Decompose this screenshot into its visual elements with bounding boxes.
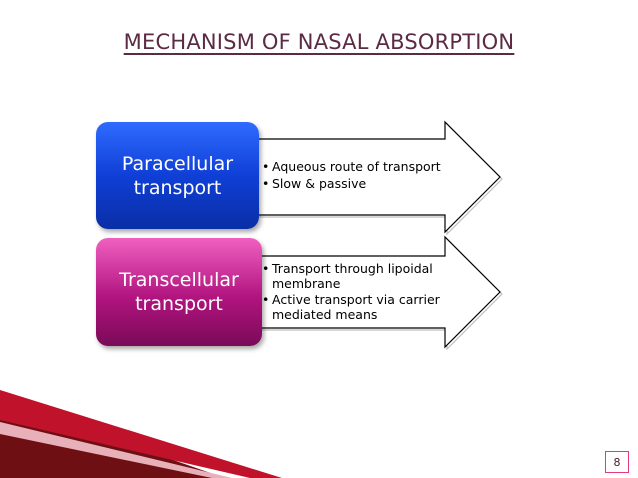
bullet-item: Active transport via carrier mediated me… xyxy=(262,292,462,322)
bullet-item: Slow & passive xyxy=(262,176,462,192)
page-number: 8 xyxy=(605,451,629,473)
paracellular-bullets: Aqueous route of transport Slow & passiv… xyxy=(262,159,462,193)
transcellular-box: Transcellular transport xyxy=(96,238,262,346)
transcellular-label-line2: transport xyxy=(135,293,223,315)
bullet-item: Aqueous route of transport xyxy=(262,159,462,175)
decorative-corner-stripes xyxy=(0,390,282,478)
paracellular-box: Paracellular transport xyxy=(96,122,259,229)
slide-title: MECHANISM OF NASAL ABSORPTION xyxy=(123,30,515,54)
transcellular-bullets: Transport through lipoidal membrane Acti… xyxy=(262,261,462,324)
paracellular-label-line1: Paracellular xyxy=(121,152,234,175)
paracellular-label-line2: transport xyxy=(133,176,222,199)
bullet-item: Transport through lipoidal membrane xyxy=(262,261,462,291)
transcellular-label-line1: Transcellular xyxy=(119,269,239,291)
